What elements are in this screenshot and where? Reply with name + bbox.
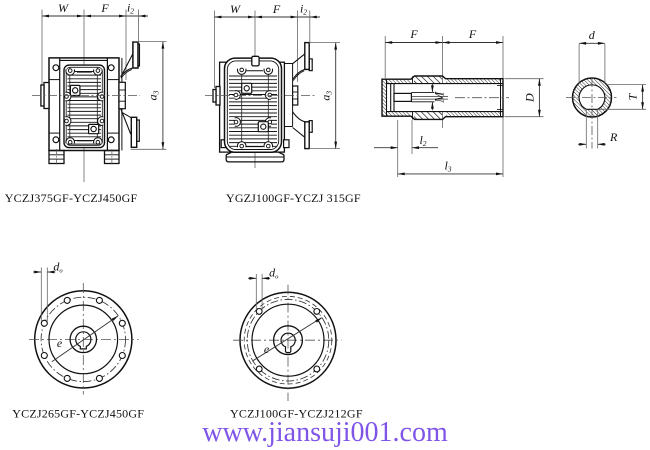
svg-text:W: W [230,2,241,16]
svg-text:F: F [409,27,418,41]
svg-text:e: e [57,336,63,350]
svg-text:F: F [468,27,477,41]
svg-text:T: T [626,92,640,100]
svg-text:www.jiansuji001.com: www.jiansuji001.com [202,417,448,448]
svg-text:D: D [522,93,536,103]
svg-text:R: R [609,130,618,144]
svg-text:YCZJ100GF-YCZJ212GF: YCZJ100GF-YCZJ212GF [230,407,363,421]
svg-text:YGZJ100GF-YCZJ 315GF: YGZJ100GF-YCZJ 315GF [226,191,361,205]
svg-text:F: F [272,2,281,16]
svg-text:a3: a3 [318,91,333,101]
svg-text:d: d [589,28,596,42]
svg-text:M: M [432,91,447,104]
svg-text:F: F [100,1,109,15]
svg-text:YCZJ265GF-YCZJ450GF: YCZJ265GF-YCZJ450GF [12,407,144,421]
svg-text:YCZJ375GF-YCZJ450GF: YCZJ375GF-YCZJ450GF [5,191,138,205]
svg-text:W: W [58,1,69,15]
svg-text:l3: l3 [444,159,451,174]
svg-text:e: e [264,342,270,356]
svg-text:do: do [269,266,279,281]
svg-text:i2: i2 [127,1,134,16]
svg-text:do: do [53,260,63,275]
svg-text:l2: l2 [419,133,426,148]
svg-text:i2: i2 [300,2,307,17]
svg-text:a3: a3 [146,90,161,100]
